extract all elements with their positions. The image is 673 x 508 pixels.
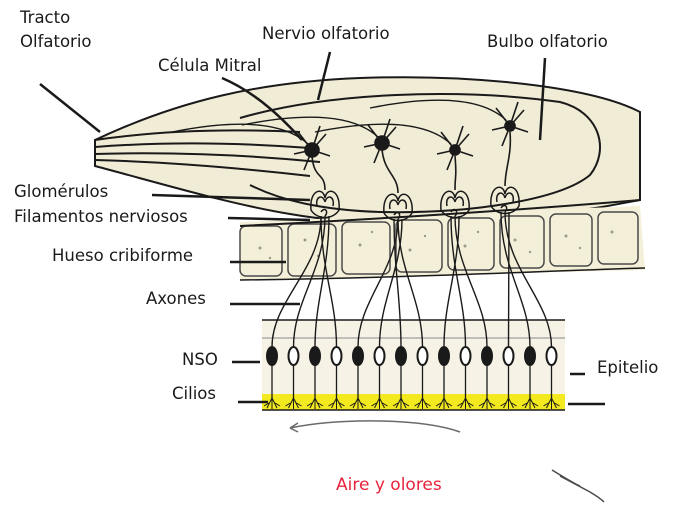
label-glomerulos: Glomérulos [14,182,108,202]
label-axones: Axones [146,289,206,309]
epithelium-layer [262,320,565,395]
leader-tracto [40,84,100,132]
label-bulbo-olfatorio: Bulbo olfatorio [487,32,608,52]
label-tracto-line2: Olfatorio [20,32,92,52]
label-epitelio: Epitelio [597,358,658,378]
label-tracto-line1: Tracto [20,8,70,28]
airflow-arc [290,421,460,432]
label-hueso-cribiforme: Hueso cribiforme [52,246,193,266]
label-celula-mitral: Célula Mitral [158,56,261,76]
label-nervio-olfatorio: Nervio olfatorio [262,24,390,44]
scribble-mark [552,470,604,502]
label-aire-y-olores: Aire y olores [336,475,442,495]
olfactory-bulb [95,77,640,223]
label-cilios: Cilios [172,384,216,404]
leader-filamentos [228,218,310,220]
label-nso: NSO [182,350,218,370]
cilia-band [262,394,565,410]
label-filamentos-nerviosos: Filamentos nerviosos [14,207,188,227]
